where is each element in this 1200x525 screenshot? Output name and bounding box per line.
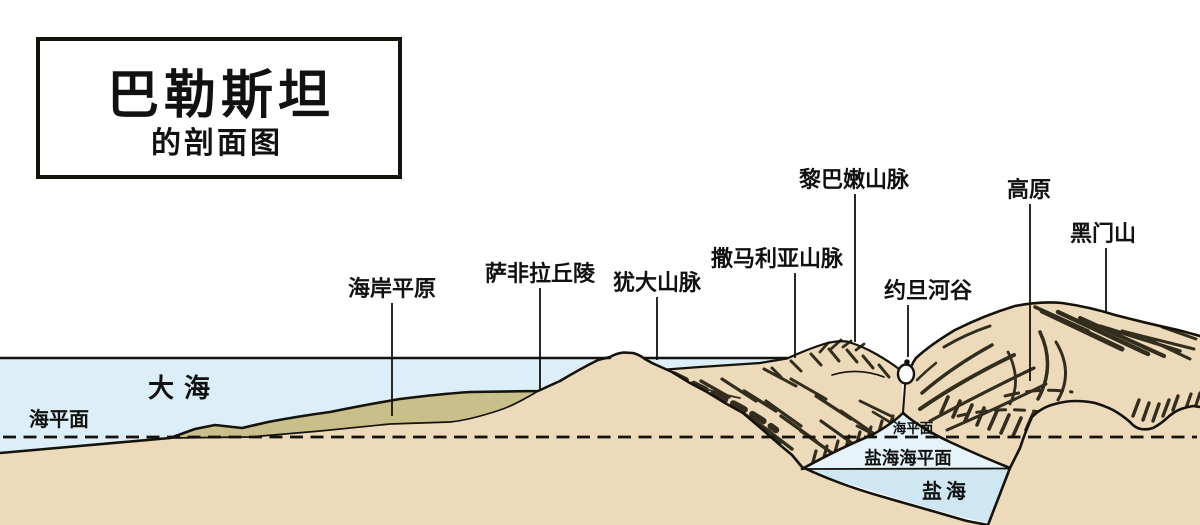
terrain-labels: 海岸平原 萨非拉丘陵 犹大山脉 撒马利亚山脉 黎巴嫩山脉 约旦河谷 高原 黑门山 <box>348 167 1136 303</box>
label-plateau: 高原 <box>1007 177 1051 202</box>
water-labels: 大海 海平面 海平面 盐海海平面 盐海 <box>29 374 970 503</box>
label-salt-sea: 盐海 <box>922 479 970 503</box>
label-coastal-plain: 海岸平原 <box>348 276 436 301</box>
leader-lines <box>391 194 1107 416</box>
jordan-river-marker <box>896 359 916 385</box>
title-sub: 的剖面图 <box>151 127 283 160</box>
label-shephelah-hills: 萨非拉丘陵 <box>485 261 596 286</box>
label-sea-level: 海平面 <box>29 407 89 431</box>
label-mount-hermon: 黑门山 <box>1070 221 1136 246</box>
back-crest-outlines <box>644 301 1200 380</box>
salt-sea-upper-fill <box>802 413 1010 469</box>
sea-fill <box>0 358 610 453</box>
label-jordan-valley: 约旦河谷 <box>884 278 973 303</box>
title-box: 巴勒斯坦 的剖面图 <box>36 37 402 179</box>
label-salt-sea-surface: 盐海海平面 <box>864 448 952 468</box>
title-main: 巴勒斯坦 <box>107 67 335 125</box>
label-sea: 大海 <box>148 374 220 403</box>
label-samaria-mountains: 撒马利亚山脉 <box>711 246 844 271</box>
jordan-river-circle <box>896 363 916 385</box>
front-land-fill <box>0 352 1200 525</box>
terrain-outlines <box>0 351 1200 525</box>
salt-sea-lower-fill <box>802 468 1010 523</box>
title-box-frame <box>36 37 402 179</box>
coastal-plain-fill <box>170 391 538 438</box>
label-salt-sea-level-marker: 海平面 <box>893 420 934 436</box>
label-judean-mountains: 犹大山脉 <box>613 270 702 295</box>
label-lebanon-mountains: 黎巴嫩山脉 <box>799 167 910 192</box>
